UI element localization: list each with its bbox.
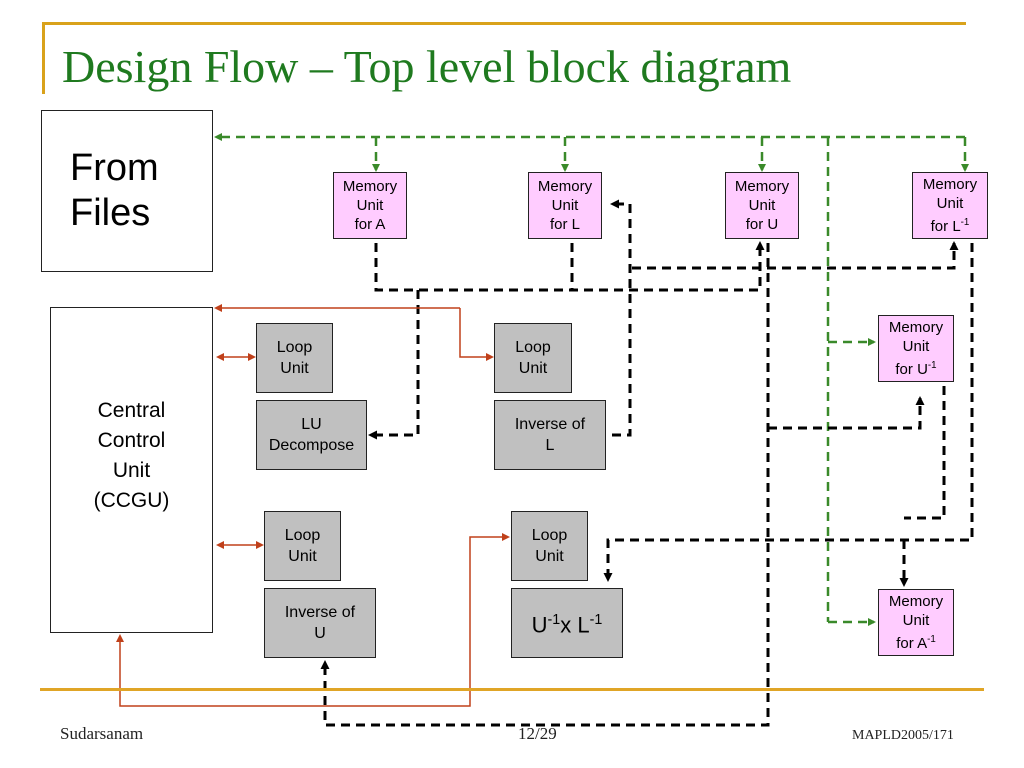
- left-accent-line: [42, 22, 45, 94]
- memory-unit-l-inverse-label: Memory Unit for L-1: [922, 176, 978, 235]
- loop-unit-label: Loop Unit: [531, 527, 568, 565]
- red-control-lines: [116, 304, 510, 707]
- footer-conference-id: MAPLD2005/171: [852, 728, 954, 743]
- loop-unit-label: Loop Unit: [515, 339, 551, 377]
- loop-unit-block: Loop Unit: [494, 323, 572, 393]
- ccgu-label: Central Control Unit (CCGU): [93, 399, 170, 512]
- loop-unit-label: Loop Unit: [284, 527, 321, 565]
- top-accent-line: [42, 22, 966, 25]
- memory-unit-a: Memory Unit for A: [333, 172, 407, 239]
- memory-unit-l-inverse: Memory Unit for L-1: [912, 172, 988, 239]
- slide-title: Design Flow – Top level block diagram: [62, 41, 792, 92]
- black-data-paths: [320, 199, 974, 727]
- loop-unit-block: Loop Unit: [264, 511, 341, 581]
- inverse-of-u-block: Inverse of U: [264, 588, 376, 658]
- loop-unit-block: Loop Unit: [256, 323, 333, 393]
- loop-unit-block: Loop Unit: [511, 511, 588, 581]
- memory-unit-a-inverse: Memory Unit for A-1: [878, 589, 954, 656]
- memory-unit-u-inverse-label: Memory Unit for U-1: [888, 319, 944, 378]
- lu-decompose-label: LU Decompose: [268, 416, 355, 454]
- ccgu-block: Central Control Unit (CCGU): [50, 307, 213, 633]
- loop-unit-label: Loop Unit: [276, 339, 313, 377]
- footer-page-number: 12/29: [518, 724, 557, 743]
- lu-decompose-block: LU Decompose: [256, 400, 367, 470]
- u-inv-x-l-inv-label: U-1x L-1: [531, 612, 603, 638]
- inverse-of-l-label: Inverse of L: [514, 416, 586, 454]
- green-input-bus: [214, 133, 969, 626]
- memory-unit-l-label: Memory Unit for L: [537, 178, 593, 233]
- memory-unit-a-label: Memory Unit for A: [342, 178, 398, 233]
- inverse-of-u-label: Inverse of U: [284, 604, 356, 642]
- from-files-block: From Files: [41, 110, 213, 272]
- memory-unit-u-label: Memory Unit for U: [734, 178, 790, 233]
- memory-unit-a-inverse-label: Memory Unit for A-1: [888, 593, 944, 652]
- from-files-label: From Files: [70, 147, 159, 234]
- inverse-of-l-block: Inverse of L: [494, 400, 606, 470]
- memory-unit-l: Memory Unit for L: [528, 172, 602, 239]
- memory-unit-u: Memory Unit for U: [725, 172, 799, 239]
- footer-divider: [40, 688, 984, 691]
- memory-unit-u-inverse: Memory Unit for U-1: [878, 315, 954, 382]
- footer-author: Sudarsanam: [60, 724, 144, 743]
- u-inv-x-l-inv-block: U-1x L-1: [511, 588, 623, 658]
